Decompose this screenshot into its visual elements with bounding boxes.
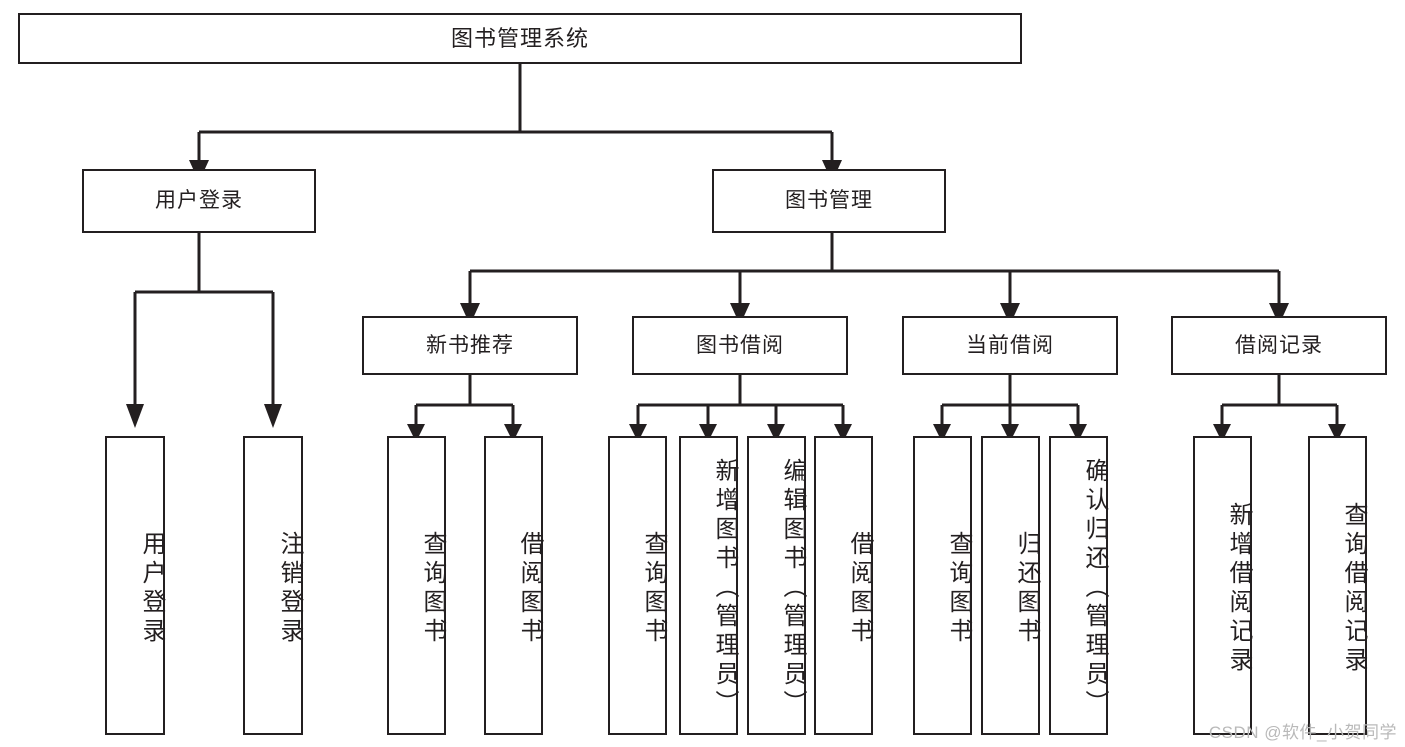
node-label: 当前借阅 [966, 333, 1054, 357]
leaf-borrow-record-add-record[interactable]: 新增借阅记录 [1193, 436, 1252, 735]
node-label: 借阅记录 [1235, 333, 1323, 357]
node-label: 新增借阅记录 [1225, 501, 1252, 676]
node-root-book-management-system[interactable]: 图书管理系统 [18, 13, 1022, 64]
node-label: 新增图书（管理员） [711, 458, 738, 719]
node-label: 查询借阅记录 [1340, 501, 1367, 676]
node-label: 查询图书 [419, 530, 446, 647]
leaf-current-borrow-confirm-return-admin[interactable]: 确认归还（管理员） [1049, 436, 1108, 735]
node-book-borrow[interactable]: 图书借阅 [632, 316, 848, 375]
node-label: 编辑图书（管理员） [779, 458, 806, 719]
node-label: 注销登录 [276, 530, 303, 647]
node-label: 查询图书 [945, 530, 972, 647]
leaf-book-borrow-add-book-admin[interactable]: 新增图书（管理员） [679, 436, 738, 735]
leaf-user-login-login[interactable]: 用户登录 [105, 436, 165, 735]
leaf-borrow-record-query-record[interactable]: 查询借阅记录 [1308, 436, 1367, 735]
node-label: 归还图书 [1013, 530, 1040, 647]
node-label: 图书借阅 [696, 333, 784, 357]
node-borrow-record[interactable]: 借阅记录 [1171, 316, 1387, 375]
leaf-book-borrow-query-book[interactable]: 查询图书 [608, 436, 667, 735]
leaf-current-borrow-query-book[interactable]: 查询图书 [913, 436, 972, 735]
node-current-borrow[interactable]: 当前借阅 [902, 316, 1118, 375]
node-user-login[interactable]: 用户登录 [82, 169, 316, 233]
leaf-user-login-logout[interactable]: 注销登录 [243, 436, 303, 735]
csdn-watermark: CSDN @软件_小贺同学 [1208, 723, 1397, 742]
node-label: 新书推荐 [426, 333, 514, 357]
node-label: 借阅图书 [846, 530, 873, 647]
leaf-book-borrow-edit-book-admin[interactable]: 编辑图书（管理员） [747, 436, 806, 735]
leaf-current-borrow-return-book[interactable]: 归还图书 [981, 436, 1040, 735]
node-label: 查询图书 [640, 530, 667, 647]
node-label: 借阅图书 [516, 530, 543, 647]
node-label: 图书管理 [785, 189, 873, 213]
node-label: 图书管理系统 [450, 25, 589, 51]
leaf-new-book-query-book[interactable]: 查询图书 [387, 436, 446, 735]
node-label: 确认归还（管理员） [1081, 458, 1108, 719]
node-label: 用户登录 [138, 530, 165, 647]
node-book-management[interactable]: 图书管理 [712, 169, 946, 233]
leaf-book-borrow-borrow-book[interactable]: 借阅图书 [814, 436, 873, 735]
node-new-book-recommend[interactable]: 新书推荐 [362, 316, 578, 375]
leaf-new-book-borrow-book[interactable]: 借阅图书 [484, 436, 543, 735]
node-label: 用户登录 [155, 189, 243, 213]
